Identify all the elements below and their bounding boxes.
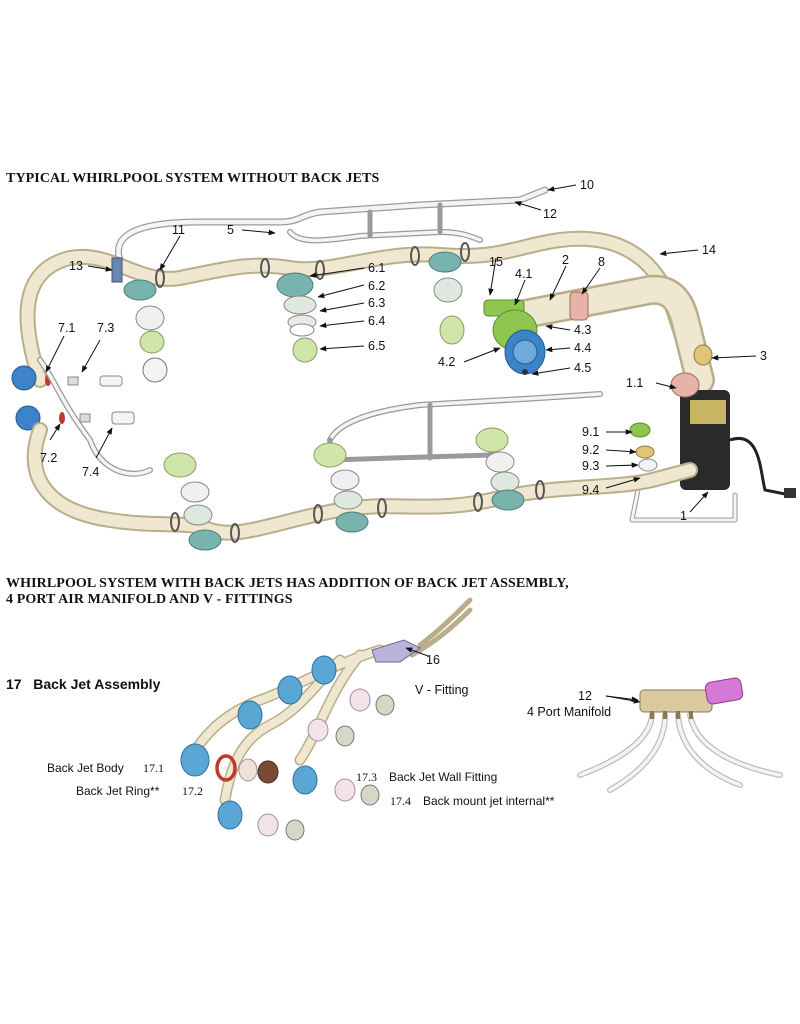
jet-right-top (428, 251, 465, 345)
jet-middle-lower (313, 442, 369, 533)
callout-16: 16 (426, 653, 440, 667)
callouts-top: 10 12 5 11 13 15 4.1 2 8 14 6.1 6.2 6.3 … (40, 178, 767, 523)
callout-15: 15 (489, 255, 503, 269)
back-jet-wall-label: Back Jet Wall Fitting (389, 770, 497, 784)
manifold-ports (650, 711, 693, 719)
callout-7-2: 7.2 (40, 451, 57, 465)
callout-6-2: 6.2 (368, 279, 385, 293)
callout-6-5: 6.5 (368, 339, 385, 353)
jet-left-top (123, 279, 168, 383)
hose-clamps-top (155, 242, 470, 288)
callout-14: 14 (702, 243, 716, 257)
callout-9-3: 9.3 (582, 459, 599, 473)
jet-group-top (111, 242, 470, 383)
back-jet-ring-brown (257, 760, 279, 784)
section-17-title: 17 Back Jet Assembly (6, 676, 160, 692)
back-jet-bodies (180, 655, 337, 830)
manifold-label: 4 Port Manifold (527, 705, 611, 719)
back-jet-rings (215, 754, 279, 784)
callout-4-4: 4.4 (574, 341, 591, 355)
leaders-top (45, 184, 757, 513)
back-jet-body-label: Back Jet Body (47, 761, 124, 775)
water-hose-top (19, 230, 708, 398)
air-line-top (115, 186, 549, 264)
drain-fittings-9 (629, 422, 658, 472)
back-jet-ring-number: 17.2 (182, 784, 203, 798)
jet-right-lower (475, 427, 525, 511)
back-jet-ring-label: Back Jet Ring** (76, 784, 160, 798)
callout-10: 10 (580, 178, 594, 192)
manifold-air-lines (577, 712, 783, 793)
air-line-lower (37, 357, 738, 523)
callout-12: 12 (543, 207, 557, 221)
suction-fitting-assembly (483, 299, 546, 375)
callout-1: 1 (680, 509, 687, 523)
callout-6-1: 6.1 (368, 261, 385, 275)
callout-5: 5 (227, 223, 234, 237)
suction-pipe (505, 274, 715, 395)
union-fitting (569, 291, 589, 321)
callout-2: 2 (562, 253, 569, 267)
callout-3: 3 (760, 349, 767, 363)
back-jet-wall-number: 17.3 (356, 770, 377, 784)
back-jet-internal-number: 17.4 (390, 794, 411, 808)
callout-11: 11 (172, 223, 185, 237)
callout-8: 8 (598, 255, 605, 269)
four-port-manifold: 12 4 Port Manifold (527, 677, 783, 793)
back-jet-wall-fittings (257, 688, 395, 841)
heading-typical-system: TYPICAL WHIRLPOOL SYSTEM WITHOUT BACK JE… (6, 171, 380, 186)
water-hose-lower (26, 422, 698, 541)
back-jet-ring-white (238, 758, 258, 782)
callout-4-5: 4.5 (574, 361, 591, 375)
back-jet-assembly: 16 V - Fitting Back Jet Body 17.1 Back J… (47, 597, 641, 841)
callout-4-3: 4.3 (574, 323, 591, 337)
air-tee-top (111, 257, 123, 283)
callout-9-1: 9.1 (582, 425, 599, 439)
callout-7-4: 7.4 (82, 465, 99, 479)
back-jet-internal-label: Back mount jet internal** (423, 794, 555, 808)
back-jet-ring-red (215, 754, 237, 782)
jet-group-lower (163, 427, 545, 551)
callout-12-manifold: 12 (578, 689, 592, 703)
callout-6-4: 6.4 (368, 314, 385, 328)
heading-back-jets-line2: 4 PORT AIR MANIFOLD AND V - FITTINGS (6, 592, 293, 607)
callout-4-2: 4.2 (438, 355, 455, 369)
hose-clamps-lower (170, 480, 545, 543)
callout-13: 13 (69, 259, 83, 273)
v-fitting-label: V - Fitting (415, 683, 469, 697)
callout-9-2: 9.2 (582, 443, 599, 457)
lower-system (26, 357, 738, 551)
heading-back-jets-line1: WHIRLPOOL SYSTEM WITH BACK JETS HAS ADDI… (6, 576, 569, 591)
jet-left-lower (163, 452, 222, 551)
section-17-number: 17 (6, 676, 22, 692)
left-fittings (11, 365, 135, 431)
callout-6-3: 6.3 (368, 296, 385, 310)
back-jet-hoses (184, 597, 473, 806)
top-system (11, 186, 796, 498)
jet-middle-top (276, 272, 318, 363)
callout-4-1: 4.1 (515, 267, 532, 281)
back-jet-body-number: 17.1 (143, 761, 164, 775)
section-17-label: Back Jet Assembly (33, 676, 161, 692)
v-fitting (371, 639, 421, 663)
callout-1-1: 1.1 (626, 376, 643, 390)
callout-9-4: 9.4 (582, 483, 599, 497)
callout-7-1: 7.1 (58, 321, 75, 335)
callout-7-3: 7.3 (97, 321, 114, 335)
